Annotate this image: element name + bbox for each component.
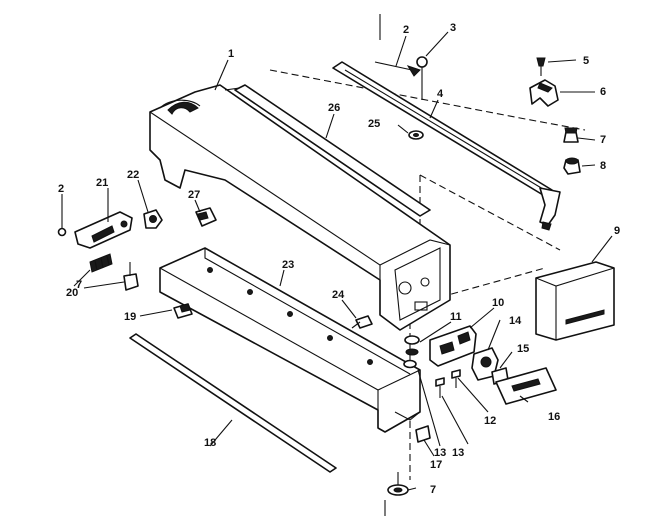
callout-24: 24 [332, 289, 345, 301]
callout-27: 27 [188, 189, 200, 201]
pad-part-19 [173, 303, 193, 319]
pin-part-2-left [57, 200, 67, 237]
leader-lines [61, 31, 613, 491]
callout-7-upper: 7 [600, 134, 606, 146]
bracket-part-10 [429, 325, 477, 367]
callout-11: 11 [450, 311, 462, 323]
callout-15: 15 [517, 343, 529, 355]
nut-part-8 [563, 157, 581, 175]
callout-6: 6 [600, 86, 606, 98]
callout-8: 8 [600, 160, 606, 172]
screw-part-3 [416, 56, 428, 100]
top-rail [332, 61, 561, 231]
callout-14: 14 [509, 315, 522, 327]
callout-18: 18 [204, 437, 216, 449]
callout-3: 3 [450, 22, 456, 34]
callout-23: 23 [282, 259, 294, 271]
screw-part-13 [435, 377, 445, 398]
callout-17: 17 [430, 459, 442, 471]
callout-26: 26 [328, 102, 340, 114]
bolt-part-24 [351, 315, 373, 329]
main-housing [149, 84, 451, 331]
foot-part-7-bottom [387, 472, 409, 496]
callout-13b: 13 [452, 447, 464, 459]
callout-21: 21 [96, 177, 108, 189]
callout-25: 25 [368, 118, 380, 130]
strip-part-18 [129, 333, 337, 473]
plate-part-16 [495, 367, 557, 405]
screw-part-20 [89, 253, 113, 273]
callout-20: 20 [66, 287, 78, 299]
callout-labels: 1 2 3 4 5 6 7 8 9 10 11 12 13 13 14 15 1… [58, 22, 620, 496]
callout-7-bottom: 7 [430, 484, 436, 496]
pin-part-2-top [374, 61, 421, 77]
cover-part-9 [535, 261, 615, 341]
callout-7-left: 7 [76, 279, 82, 291]
knob-part-7-left [123, 262, 139, 291]
callout-13a: 13 [434, 447, 446, 459]
callout-16: 16 [548, 411, 560, 423]
callout-9: 9 [614, 225, 620, 237]
clip-part-6 [529, 79, 559, 107]
screw-part-5 [536, 57, 546, 76]
callout-5: 5 [583, 55, 589, 67]
callout-2-top: 2 [403, 24, 409, 36]
callout-22: 22 [127, 169, 139, 181]
callout-12: 12 [484, 415, 496, 427]
washer-part-25 [408, 130, 424, 140]
screw-part-12 [451, 369, 461, 388]
callout-2-left: 2 [58, 183, 64, 195]
clip-part-17 [415, 425, 431, 443]
callout-1: 1 [228, 48, 234, 60]
strip-part-26 [234, 84, 431, 217]
nut-part-22 [143, 209, 163, 229]
callout-19: 19 [124, 311, 136, 323]
front-rail-part-23 [159, 247, 421, 433]
callout-4: 4 [437, 88, 444, 100]
washer-part-11 [403, 335, 420, 369]
knob-part-7-upper [563, 127, 579, 143]
callout-10: 10 [492, 297, 504, 309]
clip-part-27 [195, 207, 217, 227]
bracket-part-21 [74, 211, 133, 249]
